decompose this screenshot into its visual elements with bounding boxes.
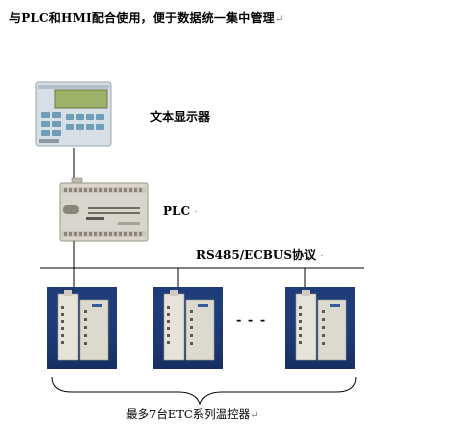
- heading: 与PLC和HMI配合使用，便于数据统一集中管理↵: [9, 9, 283, 26]
- plc-label-mark: ·: [194, 207, 198, 218]
- plc-port: [63, 205, 79, 214]
- paragraph-mark: ↵: [274, 14, 284, 25]
- controller-3: [285, 287, 355, 369]
- bus-label-mark: ·: [320, 251, 324, 262]
- footer-caption: 最多7台ETC系列温控器↵: [126, 406, 259, 422]
- plc-label: PLC ·: [163, 204, 197, 218]
- hmi-keypad: [41, 112, 104, 136]
- controller-1: [47, 287, 117, 369]
- bus-label-text: RS485/ECBUS协议: [196, 248, 317, 262]
- controller-2: [153, 287, 223, 369]
- grouping-brace: [51, 376, 357, 406]
- hmi-device: [34, 80, 113, 148]
- plc-device: [59, 177, 149, 242]
- hmi-screen: [54, 89, 108, 109]
- more-controllers-ellipsis: - - -: [236, 313, 267, 328]
- bus-label: RS485/ECBUS协议 ·: [196, 246, 323, 263]
- plc-label-text: PLC: [163, 204, 191, 218]
- footer-mark: ↵: [250, 410, 259, 421]
- footer-caption-text: 最多7台ETC系列温控器: [126, 407, 251, 421]
- heading-text: 与PLC和HMI配合使用，便于数据统一集中管理: [9, 11, 275, 25]
- plc-led-row: [88, 207, 140, 214]
- hmi-label: 文本显示器: [150, 110, 211, 124]
